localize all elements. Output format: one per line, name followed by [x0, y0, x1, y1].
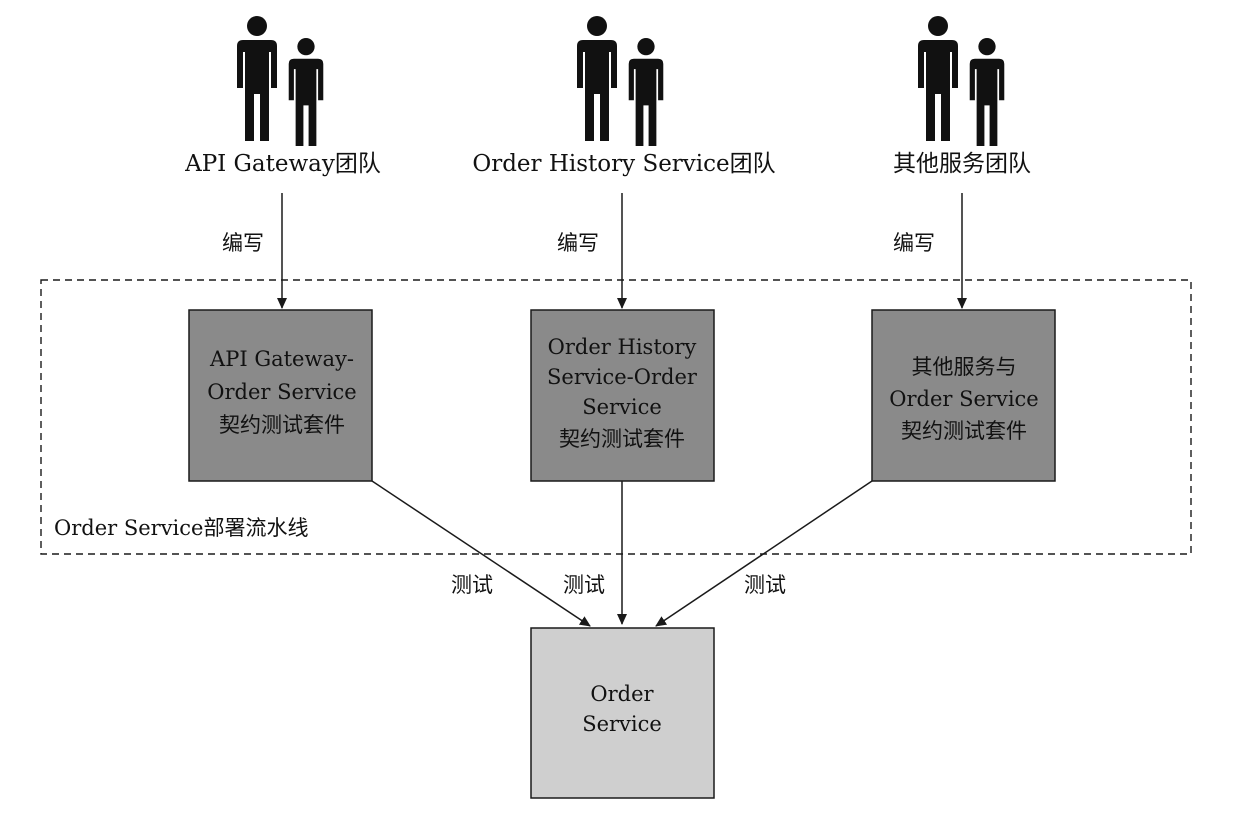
suite-text: Service-Order	[547, 365, 698, 389]
test-label: 测试	[744, 573, 786, 597]
suite-text: Order Service	[889, 387, 1038, 411]
team-label: 其他服务团队	[893, 151, 1031, 177]
team-other-services: 其他服务团队 编写	[893, 16, 1031, 309]
suite-other-services: 其他服务与 Order Service 契约测试套件	[871, 309, 1056, 482]
suite-order-history: Order History Service-Order Service 契约测试…	[530, 309, 715, 482]
suite-text: Order Service	[207, 380, 356, 404]
team-api-gateway: API Gateway团队 编写	[184, 16, 381, 309]
team-order-history: Order History Service团队 编写	[472, 16, 776, 309]
suite-text: API Gateway-	[209, 347, 354, 371]
write-label: 编写	[893, 231, 935, 255]
suite-text: Service	[582, 395, 662, 419]
write-label: 编写	[222, 231, 264, 255]
suite-api-gateway: API Gateway- Order Service 契约测试套件	[188, 309, 373, 482]
order-service-node: Order Service	[530, 627, 715, 799]
order-service-text: Service	[582, 712, 662, 736]
pipeline-label: Order Service部署流水线	[54, 516, 308, 540]
suite-text: 契约测试套件	[559, 427, 685, 451]
suite-box	[530, 309, 715, 482]
people-icon	[577, 16, 664, 146]
test-arrow	[655, 480, 873, 627]
people-icon	[237, 16, 324, 146]
test-arrow	[371, 480, 591, 627]
team-label: Order History Service团队	[472, 151, 775, 177]
test-label: 测试	[563, 573, 605, 597]
pipeline-boundary	[40, 279, 1192, 555]
suite-box	[871, 309, 1056, 482]
suite-text: Order History	[548, 335, 697, 359]
suite-text: 契约测试套件	[219, 413, 345, 437]
suite-text: 契约测试套件	[901, 419, 1027, 443]
suite-box	[188, 309, 373, 482]
write-label: 编写	[557, 231, 599, 255]
people-icon	[918, 16, 1005, 146]
suite-text: 其他服务与	[912, 355, 1017, 379]
order-service-box	[530, 627, 715, 799]
test-label: 测试	[451, 573, 493, 597]
order-service-text: Order	[590, 682, 654, 706]
team-label: API Gateway团队	[184, 151, 381, 177]
